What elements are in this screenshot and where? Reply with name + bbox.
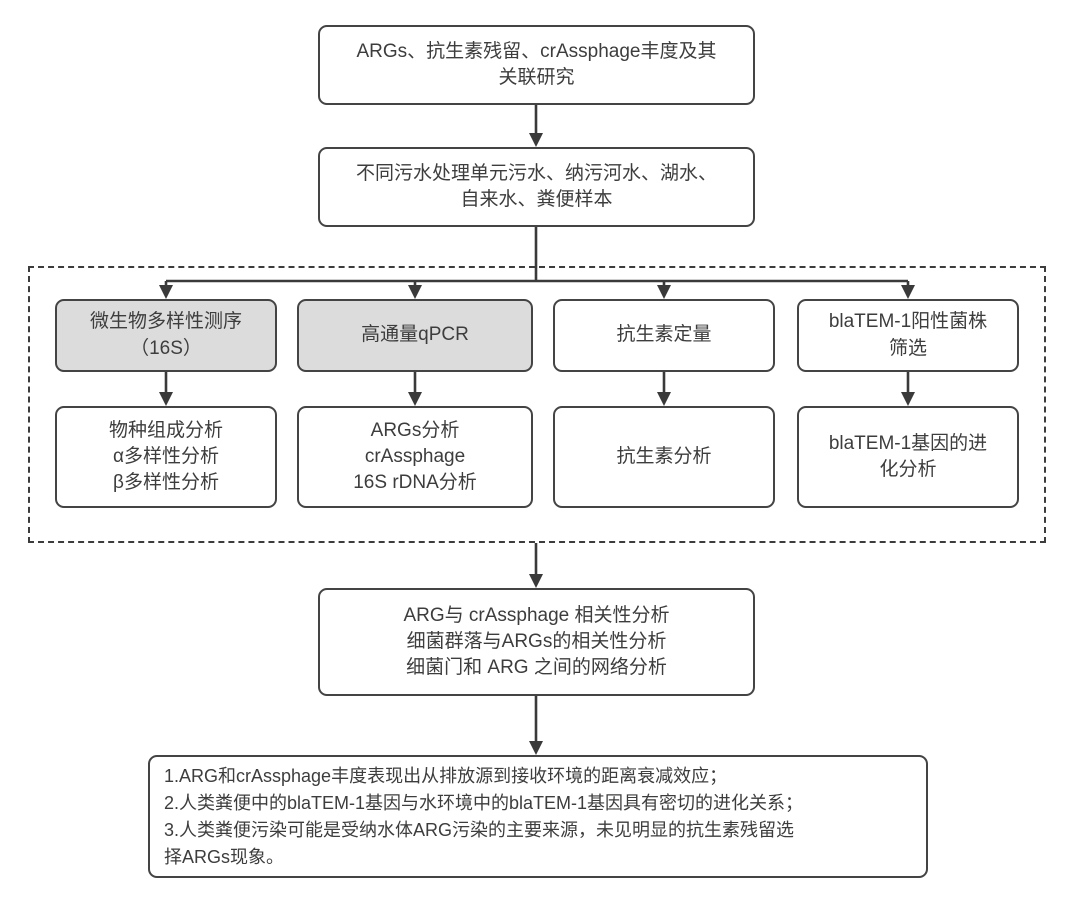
node-correlation-analysis[interactable]: ARG与 crAssphage 相关性分析 细菌群落与ARGs的相关性分析 细菌… (318, 588, 755, 696)
node-analysis-community-diversity[interactable]: 物种组成分析 α多样性分析 β多样性分析 (55, 406, 277, 508)
node-analysis-antibiotics[interactable]: 抗生素分析 (553, 406, 775, 508)
node-method-16s-sequencing[interactable]: 微生物多样性测序 （16S） (55, 299, 277, 372)
node-method-blatem1-strain-screening[interactable]: blaTEM-1阳性菌株 筛选 (797, 299, 1019, 372)
node-conclusions[interactable]: 1.ARG和crAssphage丰度表现出从排放源到接收环境的距离衰减效应； 2… (148, 755, 928, 878)
node-method-ht-qpcr[interactable]: 高通量qPCR (297, 299, 533, 372)
node-analysis-args-crassphage[interactable]: ARGs分析 crAssphage 16S rDNA分析 (297, 406, 533, 508)
node-method-antibiotic-quantification[interactable]: 抗生素定量 (553, 299, 775, 372)
node-analysis-blatem1-evolution[interactable]: blaTEM-1基因的进 化分析 (797, 406, 1019, 508)
node-study-topic[interactable]: ARGs、抗生素残留、crAssphage丰度及其 关联研究 (318, 25, 755, 105)
node-sample-types[interactable]: 不同污水处理单元污水、纳污河水、湖水、 自来水、粪便样本 (318, 147, 755, 227)
